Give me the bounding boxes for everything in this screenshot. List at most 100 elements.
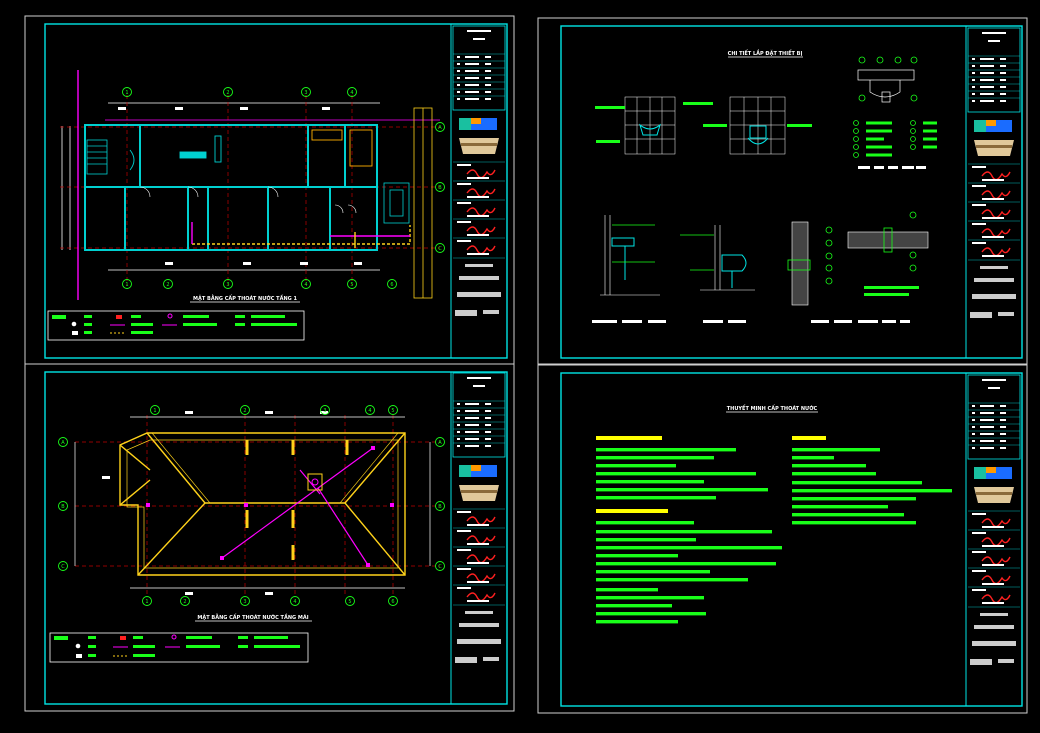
company-logo: [459, 118, 499, 154]
note-line: [792, 448, 880, 452]
signature-stamp: [466, 592, 496, 602]
signature-stamp: [981, 575, 1011, 585]
ground-bottom-bubble: 2: [163, 279, 173, 289]
roof-plan-title: MẶT BẰNG CẤP THOÁT NƯỚC TẦNG MÁI: [197, 612, 308, 621]
signature-stamp: [981, 228, 1011, 238]
svg-text:B: B: [61, 504, 65, 510]
note-line: [792, 521, 916, 525]
note-line: [596, 620, 678, 624]
note-line: [792, 505, 888, 509]
ground-right-bubble: A: [435, 122, 445, 132]
svg-text:2: 2: [226, 90, 229, 96]
note-line: [792, 464, 866, 468]
note-line: [596, 546, 782, 550]
title-block: [452, 25, 506, 316]
roof-top-bubble: 4: [365, 405, 375, 415]
ground-legend: [47, 310, 305, 341]
svg-text:1: 1: [153, 408, 156, 414]
ground-bottom-bubble: 1: [122, 279, 132, 289]
svg-text:5: 5: [391, 408, 394, 414]
svg-text:5: 5: [350, 282, 353, 288]
title-block-contents: [452, 25, 1021, 665]
ground-floor-plan: 1 2 3 4 1 2 3 4 5 6 A B C MẶT BẰNG CẤP THOÁT NƯỚC TẦ…: [47, 70, 445, 341]
company-logo: [459, 465, 499, 501]
signature-stamp: [466, 516, 496, 526]
svg-text:4: 4: [368, 408, 371, 414]
svg-text:C: C: [438, 246, 442, 252]
svg-text:2: 2: [183, 599, 186, 605]
svg-text:3: 3: [243, 599, 246, 605]
note-line: [792, 497, 916, 501]
roof-bottom-bubble: 6: [388, 596, 398, 606]
detail-callout-legend: [592, 120, 937, 323]
company-logo: [974, 120, 1014, 156]
roof-left-bubble: C: [58, 561, 68, 571]
note-line: [596, 612, 706, 616]
ground-top-bubble: 2: [223, 87, 233, 97]
svg-text:C: C: [438, 564, 442, 570]
svg-text:B: B: [438, 504, 442, 510]
title-block: [452, 372, 506, 663]
notes-title: THUYẾT MINH CẤP THOÁT NƯỚC: [727, 404, 818, 412]
signature-stamp: [466, 226, 496, 236]
ground-right-bubble: C: [435, 243, 445, 253]
roof-bottom-bubble: 1: [142, 596, 152, 606]
roof-right-bubble: A: [435, 437, 445, 447]
roof-top-bubble: 2: [240, 405, 250, 415]
signature-stamp: [981, 556, 1011, 566]
note-line: [596, 464, 676, 468]
signature-stamp: [981, 171, 1011, 181]
note-line: [792, 456, 834, 460]
svg-text:3: 3: [226, 282, 229, 288]
signature-stamp: [981, 537, 1011, 547]
roof-left-bubble: A: [58, 437, 68, 447]
ground-bottom-bubble: 3: [223, 279, 233, 289]
title-block: [967, 374, 1021, 665]
svg-text:6: 6: [390, 282, 393, 288]
signature-stamp: [466, 573, 496, 583]
note-line: [596, 596, 704, 600]
title-block: [967, 27, 1021, 318]
svg-text:2: 2: [166, 282, 169, 288]
roof-right-bubble: C: [435, 561, 445, 571]
roof-top-bubble: 3: [320, 405, 330, 415]
note-line: [596, 521, 694, 525]
ground-top-bubble: 3: [301, 87, 311, 97]
roof-left-bubble: B: [58, 501, 68, 511]
roof-legend: [49, 632, 309, 663]
signature-stamp: [466, 207, 496, 217]
signature-stamp: [981, 209, 1011, 219]
ground-top-bubble: 4: [347, 87, 357, 97]
svg-text:4: 4: [304, 282, 307, 288]
note-line: [596, 554, 678, 558]
svg-text:5: 5: [348, 599, 351, 605]
signature-stamp: [466, 169, 496, 179]
signature-stamp: [466, 535, 496, 545]
note-line: [596, 472, 756, 476]
svg-text:1: 1: [125, 282, 128, 288]
svg-text:3: 3: [323, 408, 326, 414]
note-line: [596, 588, 658, 592]
notes-text-lines: [596, 436, 952, 624]
ground-plan-title: MẶT BẰNG CẤP THOÁT NƯỚC TẦNG 1: [193, 293, 297, 302]
svg-text:6: 6: [391, 599, 394, 605]
note-line: [596, 538, 696, 542]
ground-top-bubble: 1: [122, 87, 132, 97]
details-title: CHI TIẾT LẮP ĐẶT THIẾT BỊ: [728, 49, 803, 57]
note-line: [596, 562, 776, 566]
note-line: [596, 530, 772, 534]
roof-top-bubble: 1: [150, 405, 160, 415]
note-line: [596, 448, 736, 452]
sheet-inner-frames: [44, 23, 1023, 707]
note-line: [596, 496, 716, 500]
svg-text:1: 1: [145, 599, 148, 605]
svg-text:3: 3: [304, 90, 307, 96]
roof-bottom-bubble: 5: [345, 596, 355, 606]
ground-right-bubble: B: [435, 182, 445, 192]
company-logo: [974, 467, 1014, 503]
svg-text:1: 1: [125, 90, 128, 96]
svg-text:B: B: [438, 185, 442, 191]
roof-bottom-bubble: 2: [180, 596, 190, 606]
note-line: [596, 604, 672, 608]
